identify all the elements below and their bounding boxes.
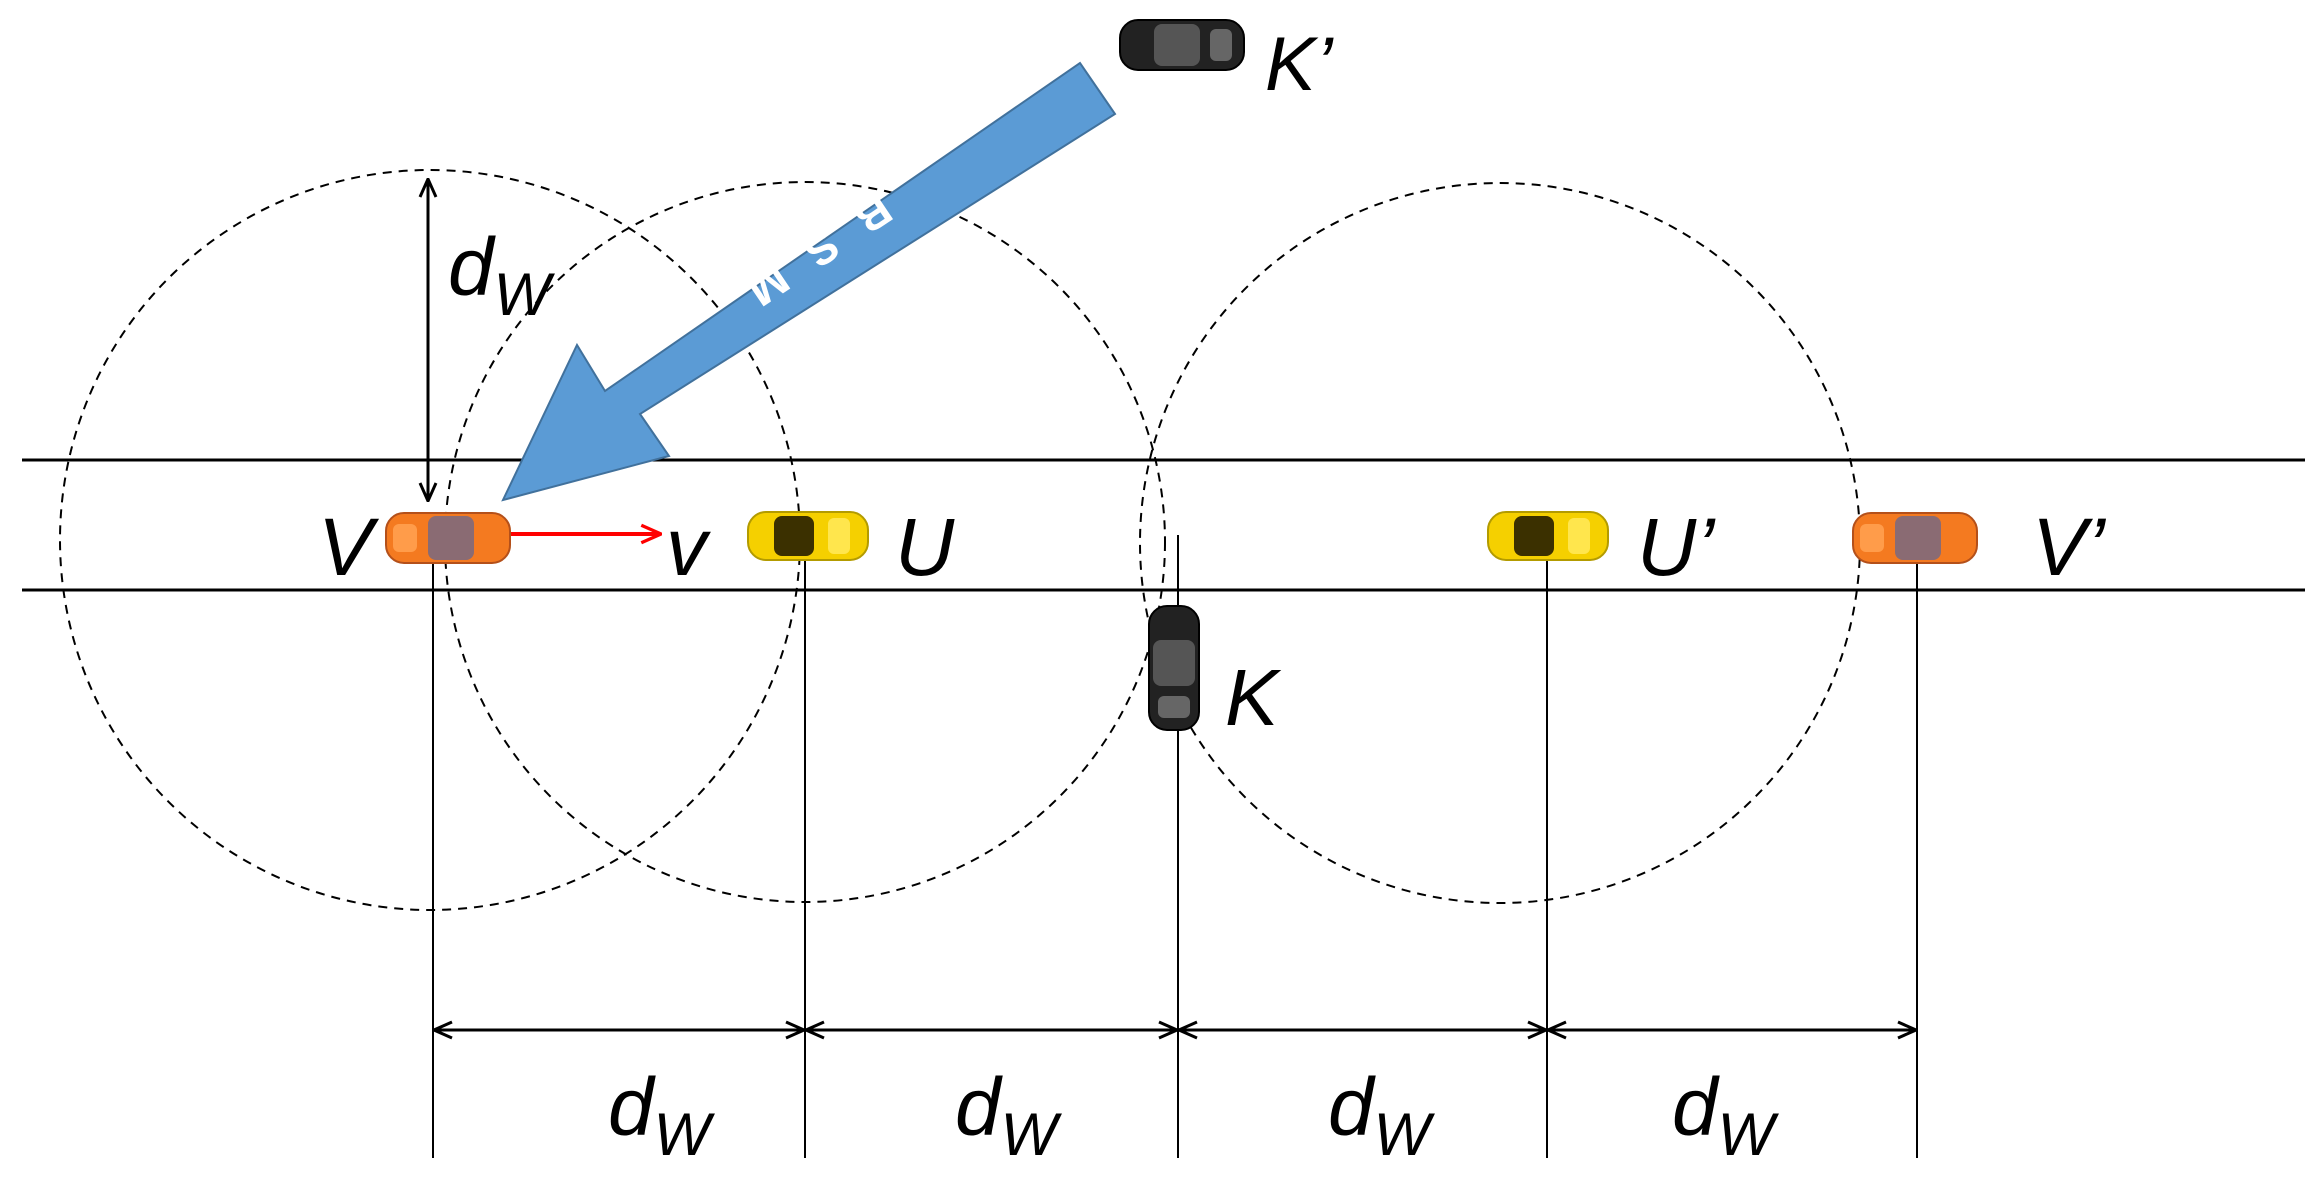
label-k: K [1225,653,1282,742]
distance-label-radius: dW [448,222,556,328]
car-u-prime [1487,511,1609,561]
label-v: V [318,502,380,593]
car-k [1148,605,1200,731]
label-velocity: v [666,502,711,593]
car-k-prime [1119,19,1245,71]
car-v [385,512,511,564]
label-u-prime: U’ [1637,502,1716,593]
label-u: U [895,502,955,593]
distance-label-2: dW [955,1062,1063,1168]
distance-label-3: dW [1328,1062,1436,1168]
label-k-prime: K’ [1265,22,1334,107]
car-icon [1852,512,1978,564]
bsm-arrow [501,61,1117,502]
distance-label-4: dW [1672,1062,1780,1168]
car-icon [1119,19,1245,71]
car-icon [1487,511,1609,561]
car-icon [1148,605,1200,731]
distance-label-1: dW [608,1062,716,1168]
car-v-prime [1852,512,1978,564]
car-icon [747,511,869,561]
label-v-prime: V’ [2032,502,2107,593]
car-u [747,511,869,561]
car-icon [385,512,511,564]
